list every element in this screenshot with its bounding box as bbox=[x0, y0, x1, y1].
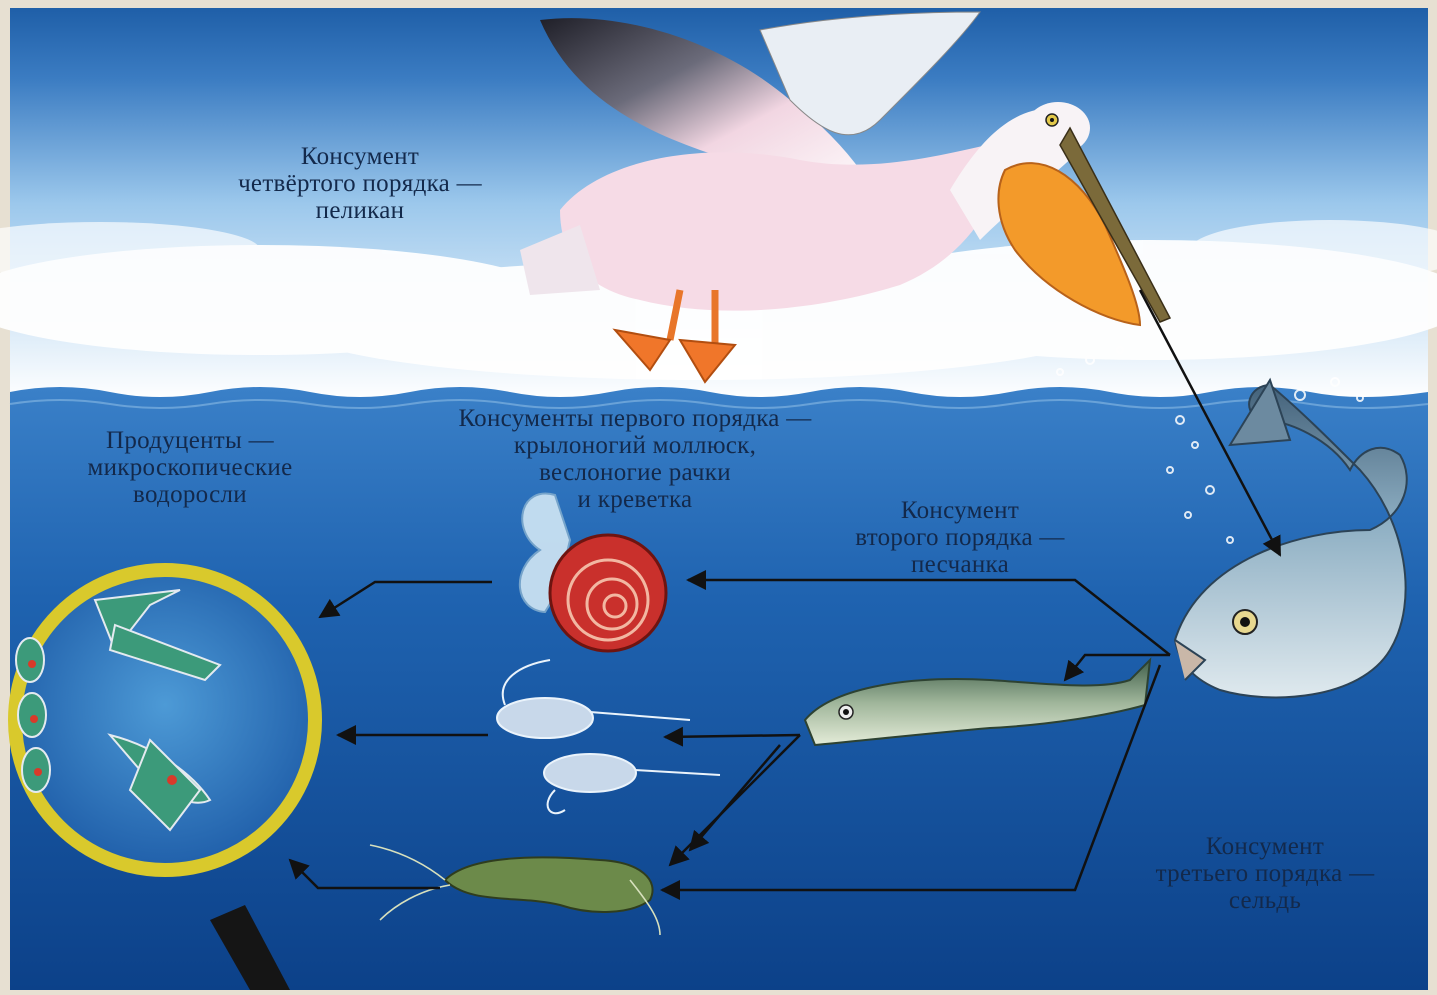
label-pelican-line1: Консумент bbox=[180, 143, 540, 170]
label-third-order-line1: Консумент bbox=[1100, 833, 1430, 860]
label-pelican-line3: пеликан bbox=[180, 197, 540, 224]
label-first-order-line3: веслоногие рачки bbox=[365, 459, 905, 486]
label-first-order-line1: Консументы первого порядка — bbox=[365, 405, 905, 432]
label-third-order-line3: сельдь bbox=[1100, 887, 1430, 914]
label-pelican-line2: четвёртого порядка — bbox=[180, 170, 540, 197]
label-producers: Продуценты — микроскопические водоросли bbox=[30, 427, 350, 508]
label-second-order-line3: песчанка bbox=[800, 551, 1120, 578]
label-producers-line1: Продуценты — bbox=[30, 427, 350, 454]
label-pelican: Консумент четвёртого порядка — пеликан bbox=[180, 143, 540, 224]
copepod-upper bbox=[497, 698, 593, 738]
label-producers-line3: водоросли bbox=[30, 481, 350, 508]
label-second-order: Консумент второго порядка — песчанка bbox=[800, 497, 1120, 578]
label-first-order-line2: крылоногий моллюск, bbox=[365, 432, 905, 459]
label-second-order-line2: второго порядка — bbox=[800, 524, 1120, 551]
label-third-order: Консумент третьего порядка — сельдь bbox=[1100, 833, 1430, 914]
label-producers-line2: микроскопические bbox=[30, 454, 350, 481]
label-second-order-line1: Консумент bbox=[800, 497, 1120, 524]
label-third-order-line2: третьего порядка — bbox=[1100, 860, 1430, 887]
copepod-lower bbox=[544, 754, 636, 792]
